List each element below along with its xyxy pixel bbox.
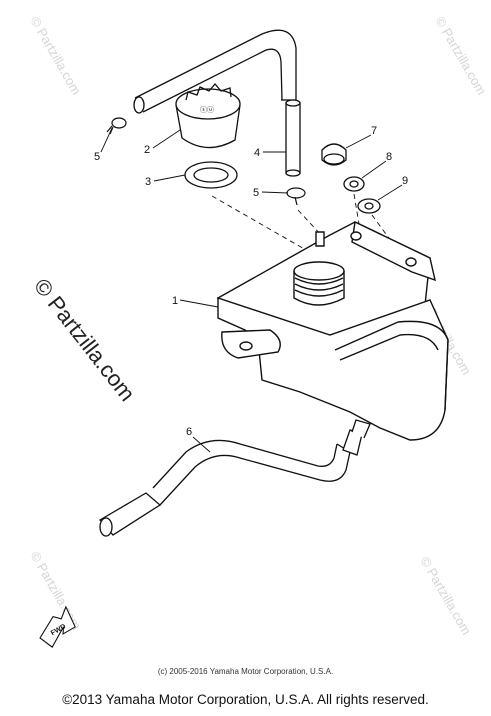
callout-5-middle: 5 (253, 187, 259, 199)
watermark-bottom-right: © Partzilla.com (417, 554, 474, 637)
callout-1: 1 (172, 295, 178, 307)
callout-numbers: 1 2 3 4 5 5 6 7 8 9 (94, 125, 408, 438)
callout-5-upper: 5 (94, 151, 100, 163)
fuel-hose (98, 419, 371, 537)
fuel-cap: ⓢⓤ (175, 83, 241, 149)
callout-6: 6 (186, 426, 192, 438)
hose-clip-upper (106, 117, 127, 135)
watermark-top-left: © Partzilla.com (27, 14, 84, 97)
washer-9 (357, 198, 381, 214)
callout-4: 4 (254, 147, 260, 159)
callout-7: 7 (371, 125, 377, 137)
hose-clip-middle (286, 187, 306, 206)
breather-hose-upper (133, 29, 297, 114)
callout-9: 9 (402, 175, 408, 187)
washer-8 (343, 176, 365, 192)
cap-gasket (184, 161, 238, 189)
callout-leaders (100, 127, 403, 453)
forward-arrow-icon: FWD (39, 605, 76, 648)
page-copyright: ©2013 Yamaha Motor Corporation, U.S.A. A… (62, 692, 429, 707)
svg-text:ⓢⓤ: ⓢⓤ (200, 106, 214, 114)
watermark-main: © Partzilla.com (29, 274, 140, 406)
callout-8: 8 (386, 151, 392, 163)
fuel-tank (216, 220, 449, 441)
callout-2: 2 (144, 144, 150, 156)
diagram-copyright: (c) 2005-2016 Yamaha Motor Corporation, … (157, 667, 334, 676)
hose-segment-4 (285, 99, 301, 177)
callout-3: 3 (145, 176, 151, 188)
watermark-top-right: © Partzilla.com (432, 14, 489, 97)
rubber-grommet (321, 143, 347, 166)
